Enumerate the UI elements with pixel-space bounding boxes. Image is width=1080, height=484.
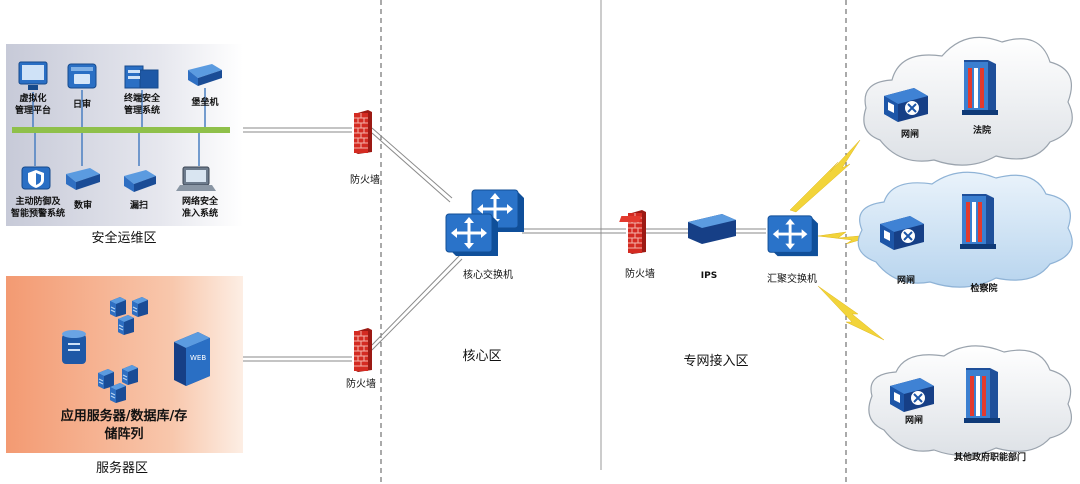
firewall-bottom-label: 防火墙 xyxy=(346,377,376,390)
database-icon xyxy=(62,330,86,364)
cloud-procuratorate-gateway-label: 网闸 xyxy=(897,274,915,286)
label-vuln-scan: 漏扫 xyxy=(130,199,148,211)
data-audit-icon xyxy=(66,168,100,190)
server-zone-caption: 应用服务器/数据库/存储阵列 xyxy=(61,408,188,442)
private-zone-title: 专网接入区 xyxy=(683,353,748,369)
nac-system-icon xyxy=(176,166,216,191)
aggregation-switch-icon xyxy=(766,214,820,258)
cloud-procuratorate xyxy=(857,171,1073,288)
aggregation-switch-label: 汇聚交换机 xyxy=(767,272,817,285)
security-bus xyxy=(12,127,230,133)
label-bastion-host: 堡垒机 xyxy=(191,96,218,108)
cloud-court-gateway-label: 网闸 xyxy=(901,128,919,140)
label-nac-system: 网络安全准入系统 xyxy=(182,195,219,219)
core-switch-label: 核心交换机 xyxy=(463,268,513,281)
cloud-court xyxy=(863,36,1073,166)
firewall-bottom-icon xyxy=(353,327,373,372)
server-zone-title: 服务器区 xyxy=(96,460,148,476)
firewall-private-label: 防火墙 xyxy=(625,267,655,280)
cloud-procuratorate-org-label: 检察院 xyxy=(970,282,997,294)
log-audit-icon xyxy=(67,63,97,89)
label-virtualization-mgmt: 虚拟化管理平台 xyxy=(15,92,51,116)
label-endpoint-security: 终端安全管理系统 xyxy=(123,92,161,116)
core-zone-title: 核心区 xyxy=(462,349,501,364)
core-switch-icon-front xyxy=(444,212,500,258)
building-icon-other-gov xyxy=(964,368,1000,423)
label-data-audit: 数审 xyxy=(74,199,92,211)
bastion-host-icon xyxy=(188,64,222,86)
firewall-top-icon xyxy=(353,109,373,154)
building-icon-procuratorate xyxy=(960,194,996,249)
svg-text:WEB: WEB xyxy=(190,354,206,362)
security-zone-title: 安全运维区 xyxy=(91,230,156,246)
building-icon-court xyxy=(962,60,998,115)
cloud-other-gov-org-label: 其他政府职能部门 xyxy=(954,451,1026,463)
cloud-other-gov-gateway-label: 网闸 xyxy=(905,414,923,426)
ips-label: IPS xyxy=(701,271,717,281)
cloud-court-org-label: 法院 xyxy=(973,124,991,136)
label-log-audit: 日审 xyxy=(73,98,91,110)
wireless-links xyxy=(789,139,885,341)
ips-icon xyxy=(619,214,736,244)
label-active-defense: 主动防御及智能预警系统 xyxy=(11,195,65,219)
web-server-icon: WEB xyxy=(174,332,210,386)
active-defense-icon xyxy=(21,166,51,190)
endpoint-security-icon xyxy=(124,65,159,89)
firewall-top-label: 防火墙 xyxy=(350,173,380,186)
network-links xyxy=(243,127,766,362)
virtualization-mgmt-icon xyxy=(18,61,48,90)
cloud-other-gov xyxy=(868,345,1072,457)
vuln-scan-icon xyxy=(124,170,156,192)
